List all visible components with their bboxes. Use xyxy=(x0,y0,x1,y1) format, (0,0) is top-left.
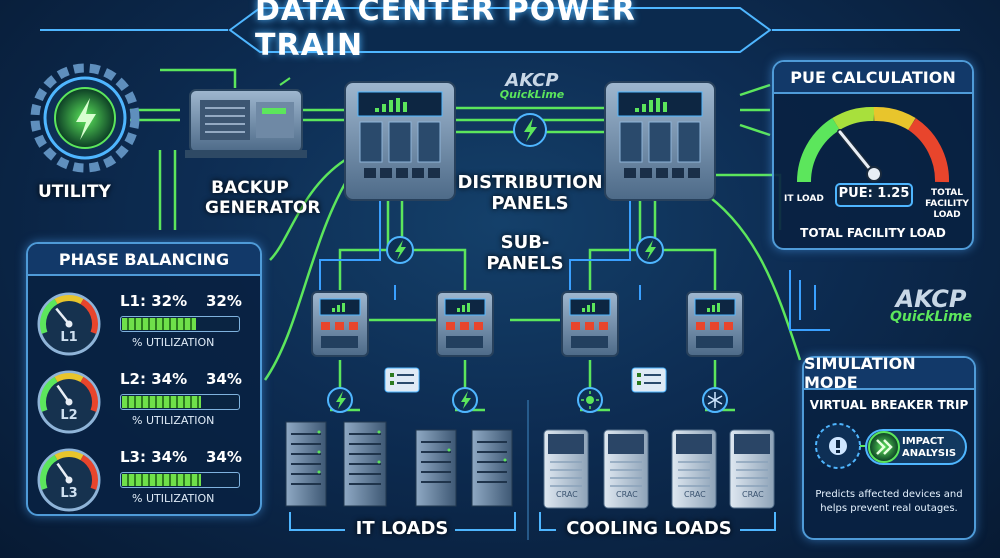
bolt-icon-it-1 xyxy=(327,387,353,413)
phase-balancing-title: PHASE BALANCING xyxy=(28,244,260,276)
akcp-logo-right: AKCP QuickLime xyxy=(876,285,986,325)
distribution-panels-label: DISTRIBUTION PANELS xyxy=(455,172,605,214)
akcp-logo-top: AKCP QuickLime xyxy=(482,70,582,101)
sub-panel-icons xyxy=(311,291,744,357)
phase-value: 34% xyxy=(206,370,242,388)
pue-total-line3: LOAD xyxy=(933,210,961,220)
crac-label-1: CRAC xyxy=(556,490,578,499)
page-title: DATA CENTER POWER TRAIN xyxy=(255,0,636,63)
akcp-logo-right-brand: AKCP xyxy=(895,285,967,313)
simulation-note-line1: Predicts affected devices and xyxy=(815,489,963,500)
backup-label-line1: BACKUP xyxy=(211,178,289,198)
phase-utilization-label: % UTILIZATION xyxy=(132,336,215,349)
phase-label: L1: 32% xyxy=(120,292,188,310)
crac-label-2: CRAC xyxy=(616,490,638,499)
sub-label-line1: SUB- xyxy=(500,232,550,253)
pue-bottom-label: TOTAL FACILITY LOAD xyxy=(800,226,946,240)
pue-total-line1: TOTAL xyxy=(931,188,963,198)
phase-utilization-fill xyxy=(122,318,196,330)
phase-row-l1: L1 L1: 32% 32% % UTILIZATION xyxy=(28,286,260,356)
distribution-panel-left-icon xyxy=(344,81,456,201)
simulation-panel: SIMULATION MODE VIRTUAL BREAKER TRIP IMP… xyxy=(802,354,976,540)
crac-unit-icons xyxy=(543,429,775,509)
utility-gear-icon xyxy=(30,63,140,173)
data-lines xyxy=(319,200,830,331)
crac-label-4: CRAC xyxy=(742,490,764,499)
pue-it-load-label: IT LOAD xyxy=(784,194,824,204)
bolt-icon-center xyxy=(513,113,547,147)
distribution-label-line1: DISTRIBUTION xyxy=(457,172,603,193)
sub-panels-label: SUB- PANELS xyxy=(480,232,570,274)
simulation-graphics xyxy=(815,423,967,469)
simulation-subtitle: VIRTUAL BREAKER TRIP xyxy=(809,398,969,412)
phase-gauge-l1-icon xyxy=(37,292,101,356)
title-frame xyxy=(228,7,772,53)
sun-icon-cooling xyxy=(577,387,603,413)
bolt-icon-it-2 xyxy=(452,387,478,413)
akcp-logo-top-brand: AKCP xyxy=(505,70,559,91)
list-icon-left xyxy=(384,367,420,393)
forward-arrow-icon xyxy=(868,431,900,463)
list-icon-right xyxy=(631,367,667,393)
phase-utilization-fill xyxy=(122,396,201,408)
impact-analysis-label: IMPACT ANALYSIS xyxy=(902,436,956,460)
phase-utilization-label: % UTILIZATION xyxy=(132,492,215,505)
load-brackets xyxy=(289,512,776,531)
impact-line2: ANALYSIS xyxy=(902,448,957,459)
phase-row-l2: L2 L2: 34% 34% % UTILIZATION xyxy=(28,364,260,434)
phase-gauge-l2-icon xyxy=(37,370,101,434)
bolt-icon-right-dist xyxy=(636,236,664,264)
phase-utilization-fill xyxy=(122,474,201,486)
it-loads-label: IT LOADS xyxy=(355,518,449,539)
pue-gauge xyxy=(796,106,949,207)
phase-gauge-label: L1 xyxy=(60,330,78,345)
phase-utilization-bar xyxy=(120,316,240,332)
bolt-icon-left-dist xyxy=(386,236,414,264)
akcp-logo-right-product: QuickLime xyxy=(889,309,973,325)
phase-value: 34% xyxy=(206,448,242,466)
akcp-logo-top-product: QuickLime xyxy=(499,88,565,101)
utility-label: UTILITY xyxy=(38,182,111,202)
pue-total-line2: FACILITY xyxy=(925,199,969,209)
distribution-panel-right-icon xyxy=(604,81,716,201)
generator-icon xyxy=(185,77,307,158)
phase-label: L3: 34% xyxy=(120,448,188,466)
breaker-warning-icon xyxy=(815,423,861,469)
simulation-note-line2: helps prevent real outages. xyxy=(820,503,958,514)
title-banner: DATA CENTER POWER TRAIN xyxy=(255,0,745,63)
simulation-title: SIMULATION MODE xyxy=(804,354,974,392)
simulation-note: Predicts affected devices and helps prev… xyxy=(804,488,974,516)
phase-row-l3: L3 L3: 34% 34% % UTILIZATION xyxy=(28,442,260,512)
pue-title: PUE CALCULATION xyxy=(774,62,972,94)
phase-gauge-l3-icon xyxy=(37,448,101,512)
backup-label-line2: GENERATOR xyxy=(205,198,321,218)
phase-label: L2: 34% xyxy=(120,370,188,388)
cooling-loads-label: COOLING LOADS xyxy=(566,518,732,539)
sub-label-line2: PANELS xyxy=(486,253,564,274)
crac-label-3: CRAC xyxy=(684,490,706,499)
phase-utilization-bar xyxy=(120,394,240,410)
distribution-label-line2: PANELS xyxy=(491,193,569,214)
snowflake-icon-cooling xyxy=(702,387,728,413)
phase-gauge-label: L3 xyxy=(60,486,78,501)
server-rack-icons xyxy=(285,421,513,507)
phase-balancing-panel: PHASE BALANCING L1 L1: 32% 32% % UTILIZATIO… xyxy=(26,242,262,516)
phase-gauge-label: L2 xyxy=(60,408,78,423)
phase-value: 32% xyxy=(206,292,242,310)
pue-panel: PUE CALCULATION PUE: 1.25 IT LOAD TOTAL … xyxy=(772,60,974,250)
backup-generator-label: BACKUP GENERATOR xyxy=(205,178,321,218)
impact-line1: IMPACT xyxy=(902,436,944,447)
pue-total-label: TOTAL FACILITY LOAD xyxy=(924,188,970,221)
pue-value: PUE: 1.25 xyxy=(838,186,910,201)
phase-utilization-bar xyxy=(120,472,240,488)
phase-utilization-label: % UTILIZATION xyxy=(132,414,215,427)
